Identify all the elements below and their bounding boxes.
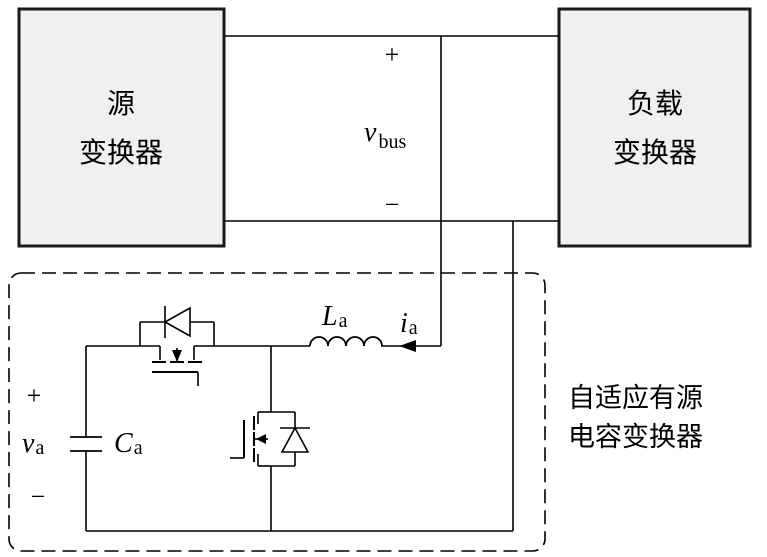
bus-plus-sign: +: [385, 40, 400, 69]
capacitor-symbol: C: [114, 428, 133, 459]
source-converter-label-line1: 源: [107, 87, 135, 120]
load-converter-block: 负载 变换器: [557, 7, 752, 248]
current-symbol: i: [400, 308, 408, 339]
side-label-line2: 电容变换器: [568, 422, 703, 453]
auxiliary-converter-boundary: [8, 272, 546, 552]
upper-switch-arrow: [172, 350, 182, 362]
inductor-subscript: a: [339, 310, 348, 332]
lower-switch: [230, 411, 310, 467]
load-converter-label-line2: 变换器: [613, 136, 697, 169]
aux-voltage-label: va: [22, 428, 44, 459]
load-converter-label-line1: 负载: [627, 87, 683, 120]
capacitor: [70, 436, 102, 452]
aux-minus-sign: −: [31, 482, 46, 511]
current-arrow: [399, 340, 416, 352]
inductor-symbol: L: [321, 301, 338, 332]
current-label: ia: [400, 308, 418, 339]
upper-switch: [139, 306, 215, 386]
capacitor-subscript: a: [134, 437, 143, 459]
lower-switch-arrow: [256, 434, 266, 444]
aux-plus-sign: +: [27, 381, 42, 410]
source-converter-label-line2: 变换器: [79, 136, 163, 169]
source-converter-block: 源 变换器: [17, 7, 226, 248]
dc-bus-wires: [224, 35, 559, 531]
aux-voltage-subscript: a: [35, 437, 44, 459]
capacitor-label: Ca: [114, 428, 143, 459]
current-subscript: a: [409, 317, 418, 339]
bus-voltage-subscript: bus: [378, 131, 406, 153]
bus-minus-sign: −: [385, 190, 400, 219]
side-label-line1: 自适应有源: [568, 383, 703, 414]
inductor: [309, 336, 383, 347]
bus-voltage-symbol: v: [364, 117, 377, 148]
inductor-label: La: [321, 301, 348, 332]
aux-voltage-symbol: v: [22, 428, 35, 459]
